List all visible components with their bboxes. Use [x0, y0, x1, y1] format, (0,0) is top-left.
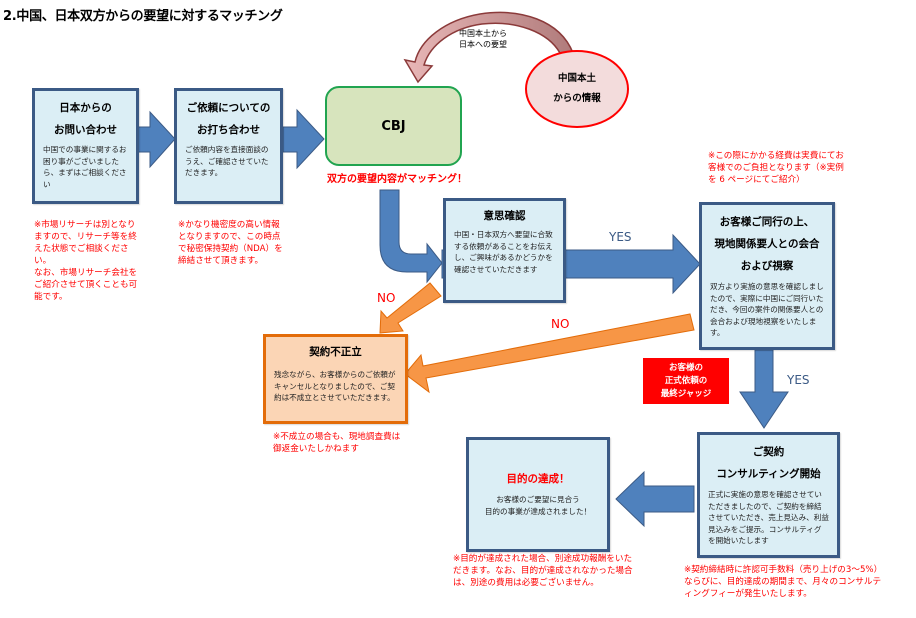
step-contract-note: ※契約締結時に許認可手数料（売り上げの3～5%）ならびに、目的達成の期間まで、月…: [684, 565, 883, 599]
step-confirm-body: 中国・日本双方へ要望に合致する依頼があることをお伝えし、ご興味があるかどうかを確…: [454, 230, 553, 274]
matching-caption: 双方の要望内容がマッチング！: [327, 174, 467, 185]
step-goal: 目的の達成！ お客様のご要望に見合う 目的の事業が達成されました！: [466, 437, 610, 552]
arrow-cbj-to-confirm: [379, 189, 443, 284]
step-meeting-heading: ご依頼についての お打ち合わせ: [186, 102, 271, 136]
mainland-circle-line: 中国本土: [557, 73, 596, 84]
no-label-confirm: NO: [377, 291, 396, 305]
step-visit: お客様ご同行の上、 現地関係要人との会合 および視察 双方より実施の意思を確認し…: [699, 202, 835, 350]
step-meeting-body: ご依頼内容を直接面談のうえ、ご確認させていただきます。: [185, 145, 269, 177]
step-visit-note: ※この際にかかる経費は実費にてお客様でのご負担となります（※実例を 6 ページに…: [708, 151, 844, 185]
arrow-inquiry-to-meeting: [137, 110, 176, 169]
cbj-node: CBJ: [325, 86, 462, 166]
step-confirm-heading: 意思確認: [483, 210, 526, 222]
step-meeting-note: ※かなり機密度の高い情報となりますので、この時点で秘密保持契約（NDA）を締結さ…: [178, 220, 283, 266]
step-inquiry-body: 中国での事業に関するお困り事がございましたら、まずはご相談ください: [43, 145, 127, 189]
step-goal-heading: 目的の達成！: [506, 473, 570, 485]
arrow-visit-to-failed: [404, 313, 695, 394]
step-inquiry-heading: 日本からの お問い合わせ: [54, 102, 117, 136]
mainland-circle-line: からの情報: [553, 93, 601, 104]
arrow-confirm-to-failed: [379, 282, 442, 334]
curved-arrow-mainland-to-cbj: [403, 11, 575, 84]
step-failed-note: ※不成立の場合も、現地調査費は御返金いたしかねます: [273, 432, 401, 454]
step-goal-body: お客様のご要望に見合う 目的の事業が達成されました！: [484, 495, 592, 516]
cbj-label: CBJ: [381, 118, 406, 134]
yes-label-visit: YES: [787, 373, 810, 387]
step-meeting: ご依頼についての お打ち合わせ ご依頼内容を直接面談のうえ、ご確認させていただき…: [174, 88, 283, 204]
final-judge-badge: お客様の 正式依頼の 最終ジャッジ: [643, 358, 729, 404]
yes-label-confirm: YES: [609, 230, 632, 244]
mainland-info-circle: 中国本土 からの情報: [525, 50, 629, 128]
no-label-visit: NO: [551, 317, 570, 331]
step-contract: ご契約 コンサルティング開始 正式に実施の意思を確認させていただきましたので、ご…: [697, 432, 840, 558]
step-failed: 契約不正立 残念ながら、お客様からのご依頼がキャンセルとなりましたので、ご契約は…: [263, 334, 408, 424]
step-confirm: 意思確認 中国・日本双方へ要望に合致する依頼があることをお伝えし、ご興味があるか…: [443, 198, 566, 303]
step-contract-heading: ご契約 コンサルティング開始: [716, 446, 821, 480]
step-visit-body: 双方より実施の意思を確認しましたので、実際に中国にご同行いただき、今回の案件の関…: [710, 282, 824, 337]
step-failed-heading: 契約不正立: [309, 346, 362, 358]
page-title: 2.中国、日本双方からの要望に対するマッチング: [3, 9, 283, 24]
step-failed-body: 残念ながら、お客様からのご依頼がキャンセルとなりましたので、ご契約は不成立とさせ…: [274, 370, 396, 402]
step-visit-heading: お客様ご同行の上、 現地関係要人との会合 および視察: [714, 216, 820, 272]
arrow-meeting-to-cbj: [282, 108, 325, 170]
arrow-visit-to-contract: [739, 349, 789, 429]
step-goal-note: ※目的が達成された場合、別途成功報酬をいただきます。なお、目的が達成されなかった…: [453, 554, 633, 588]
curved-arrow-label: 中国本土から 日本への要望: [459, 29, 507, 49]
step-contract-body: 正式に実施の意思を確認させていただきましたので、ご契約を締結させていただき、売上…: [708, 490, 829, 545]
arrow-contract-to-goal: [615, 470, 695, 528]
step-inquiry-note: ※市場リサーチは別となりますので、リサーチ等を終えた状態でご相談ください。 なお…: [34, 220, 138, 302]
step-inquiry: 日本からの お問い合わせ 中国での事業に関するお困り事がございましたら、まずはご…: [32, 88, 139, 204]
